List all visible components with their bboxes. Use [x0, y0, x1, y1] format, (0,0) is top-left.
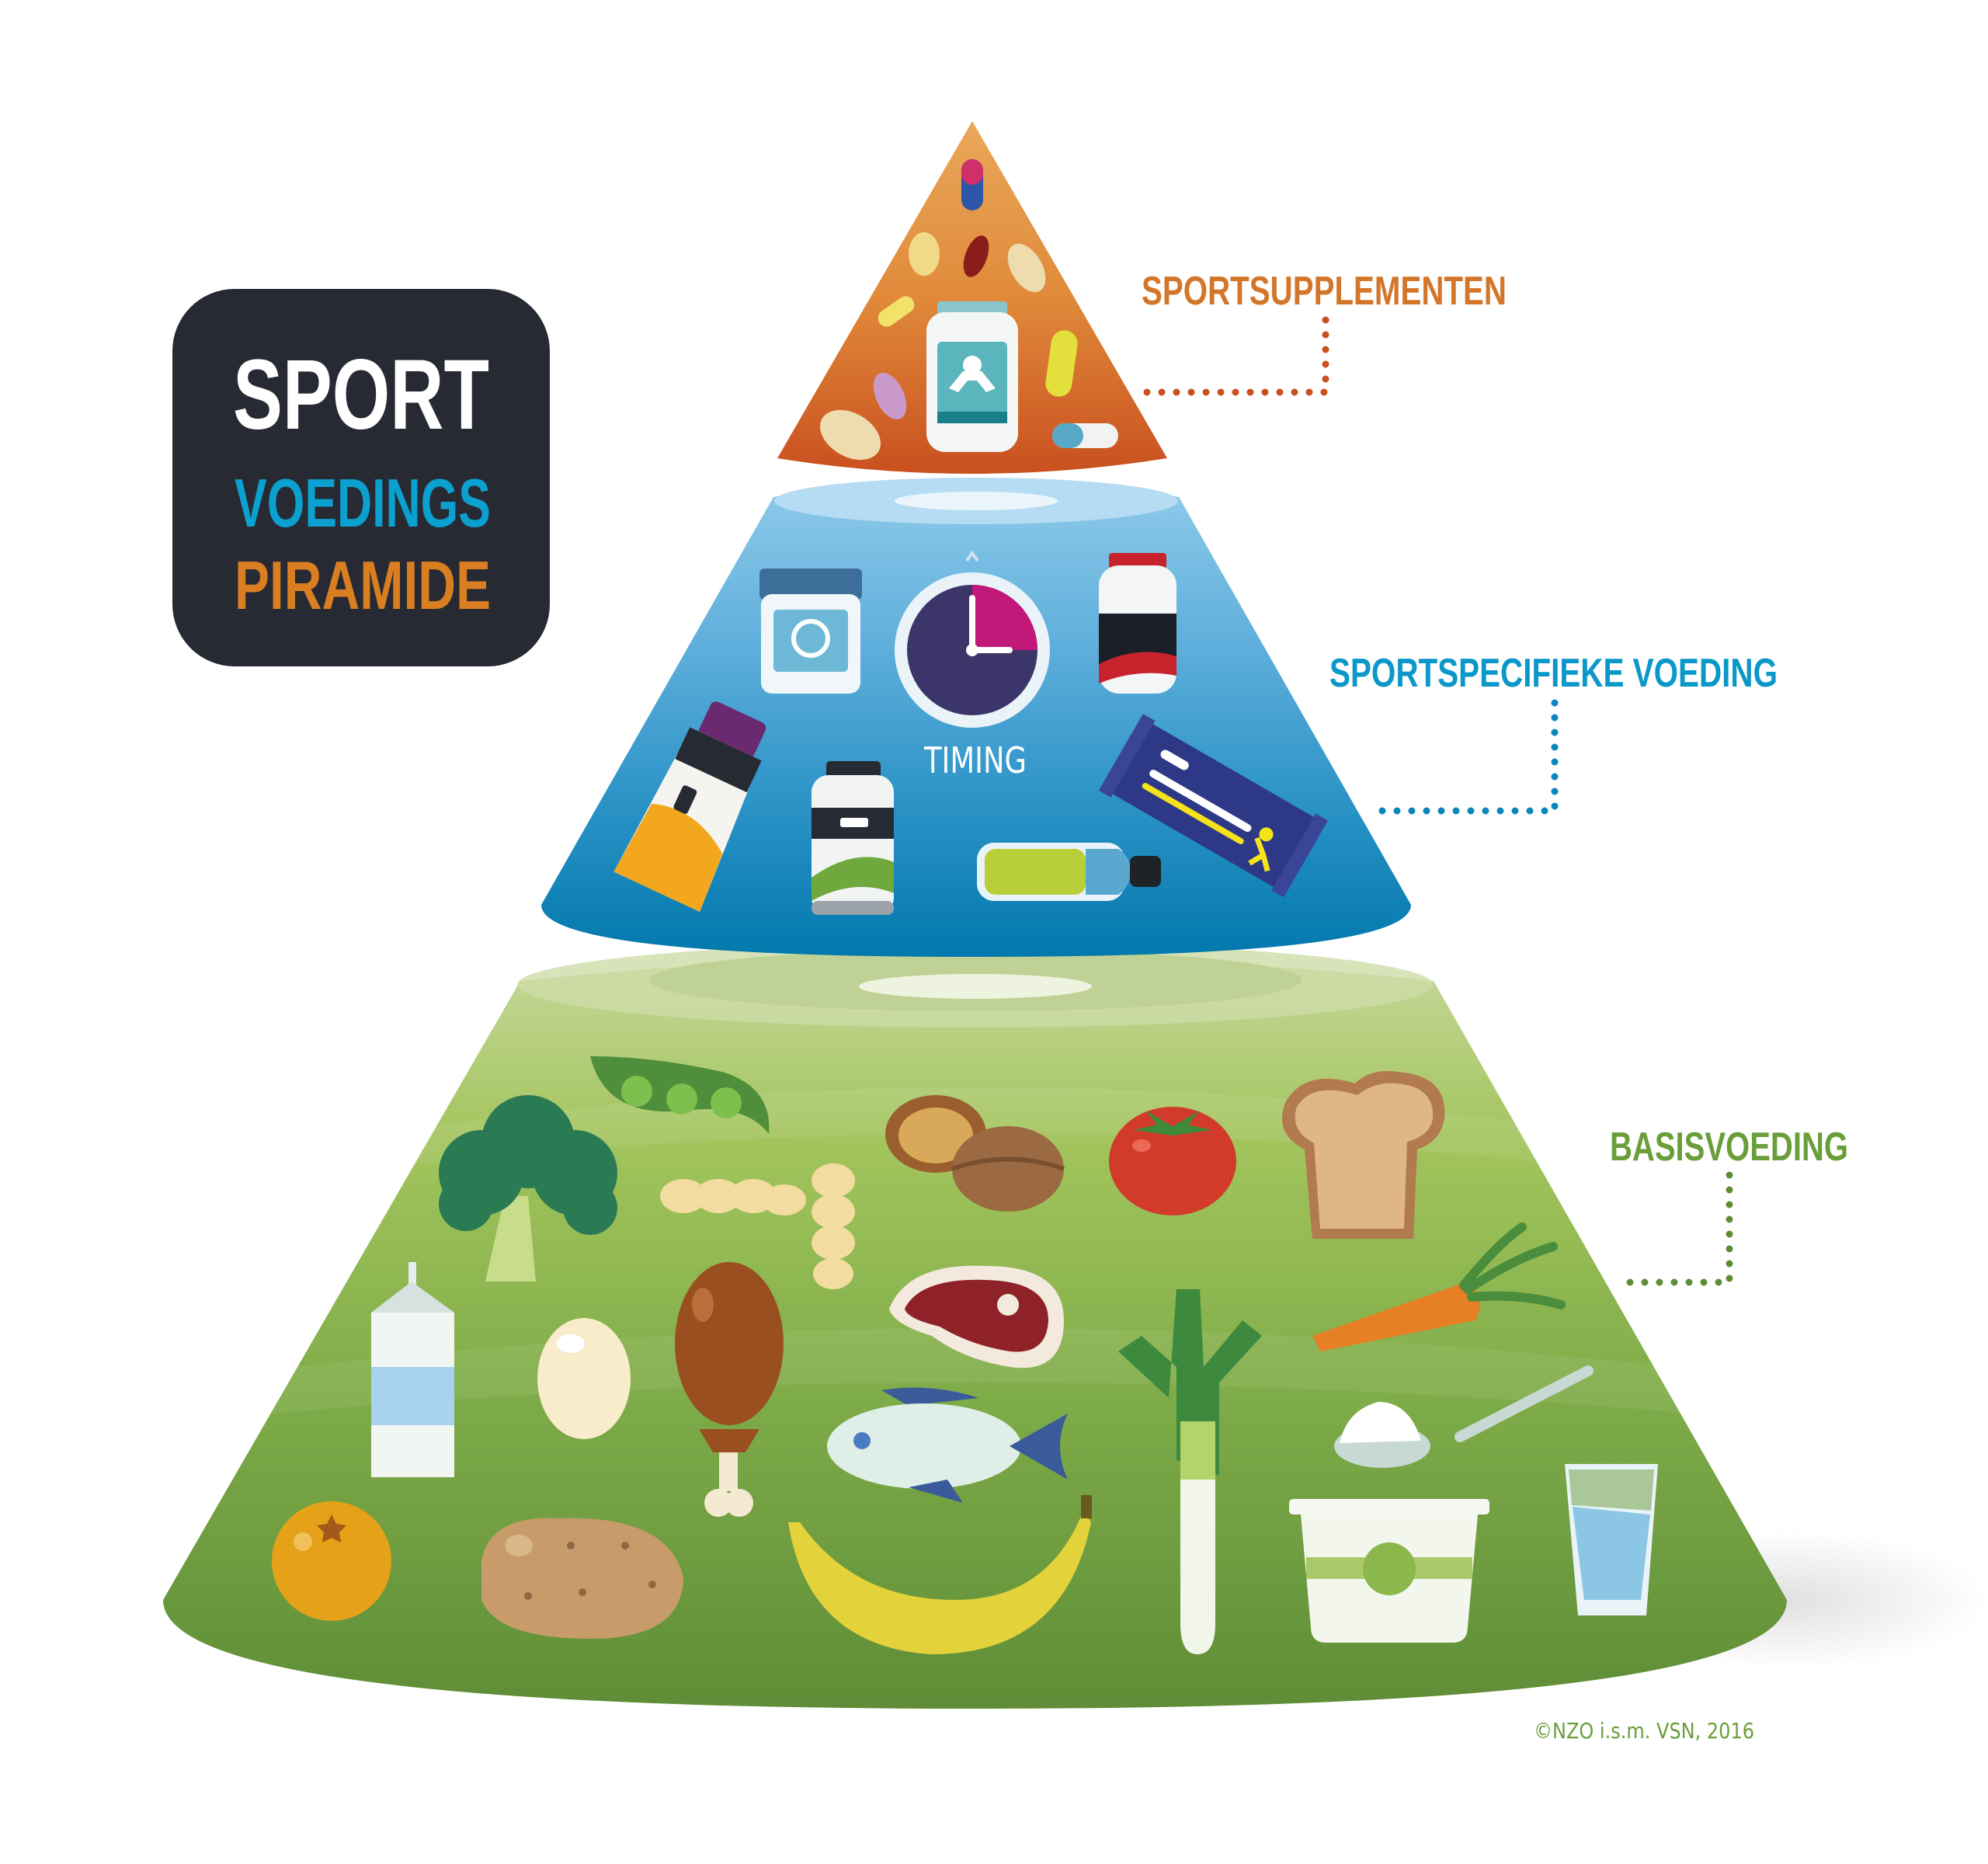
water-glass-icon	[1565, 1464, 1658, 1615]
leek-icon	[1118, 1289, 1262, 1654]
connector-dotted-line	[1141, 316, 1329, 396]
fusilli-icon	[812, 1163, 855, 1289]
stopwatch-icon	[895, 550, 1050, 728]
logo-voedings: VOEDINGS	[235, 464, 491, 541]
broccoli-icon	[439, 1095, 617, 1282]
chicken-drumstick-icon	[675, 1262, 784, 1517]
carrot-icon	[1312, 1222, 1566, 1351]
tablet-icon	[820, 409, 881, 461]
capsule-icon	[1045, 330, 1078, 397]
pill-icon	[873, 373, 907, 419]
sports-drink-bottle-icon	[977, 843, 1161, 901]
supplements-items	[820, 159, 1118, 461]
fish-icon	[827, 1387, 1068, 1503]
sports-nutrition-items: TIMING	[613, 550, 1329, 915]
logo-sport: SPORT	[233, 339, 489, 450]
pasta-icon	[660, 1179, 806, 1215]
recovery-drink-bottle-icon	[1099, 553, 1176, 694]
timing-label: TIMING	[923, 739, 1027, 781]
logo-background	[172, 289, 550, 666]
label-sportspecifieke-voeding: SPORTSPECIFIEKE VOEDING	[1329, 651, 1778, 815]
supplement-jar-icon	[926, 301, 1018, 452]
connector-dotted-line	[1616, 1171, 1733, 1286]
bread-slice-icon	[1281, 1071, 1445, 1239]
capsule-icon	[961, 159, 983, 210]
connector-dotted-line	[1368, 699, 1559, 815]
tomato-icon	[1109, 1107, 1236, 1215]
potato-icon	[481, 1518, 683, 1639]
basic-food-items	[272, 1056, 1658, 1654]
peas-pod-icon	[590, 1056, 770, 1134]
capsule-icon	[1052, 423, 1118, 448]
protein-powder-tub-icon	[759, 569, 862, 694]
tier-label-top: SPORTSUPPLEMENTEN	[1142, 269, 1507, 314]
spoon-with-sugar-icon	[1334, 1365, 1594, 1468]
energy-bar-icon	[1098, 714, 1329, 898]
logo-piramide: PIRAMIDE	[235, 547, 491, 624]
label-basisvoeding: BASISVOEDING	[1610, 1125, 1848, 1286]
yogurt-cup-icon	[1289, 1499, 1489, 1643]
tier-label-bottom: BASISVOEDING	[1610, 1125, 1848, 1170]
walnut-icon	[885, 1095, 1065, 1212]
tablet-icon	[1007, 243, 1046, 293]
energy-gel-icon	[613, 701, 766, 912]
logo-badge: SPORT VOEDINGS PIRAMIDE	[172, 289, 550, 666]
egg-icon	[537, 1318, 631, 1439]
steak-icon	[889, 1265, 1064, 1368]
capsule-icon	[878, 296, 915, 327]
label-sportsupplementen: SPORTSUPPLEMENTEN	[1141, 269, 1507, 396]
orange-icon	[272, 1501, 391, 1621]
milk-carton-icon	[371, 1262, 454, 1477]
tier-label-middle: SPORTSPECIFIEKE VOEDING	[1329, 651, 1778, 696]
pill-icon	[963, 235, 989, 277]
banana-icon	[788, 1495, 1092, 1654]
pill-icon	[909, 232, 940, 276]
copyright-text: ©NZO i.s.m. VSN, 2016	[1534, 1718, 1754, 1744]
pill-bottle-icon	[812, 761, 894, 915]
